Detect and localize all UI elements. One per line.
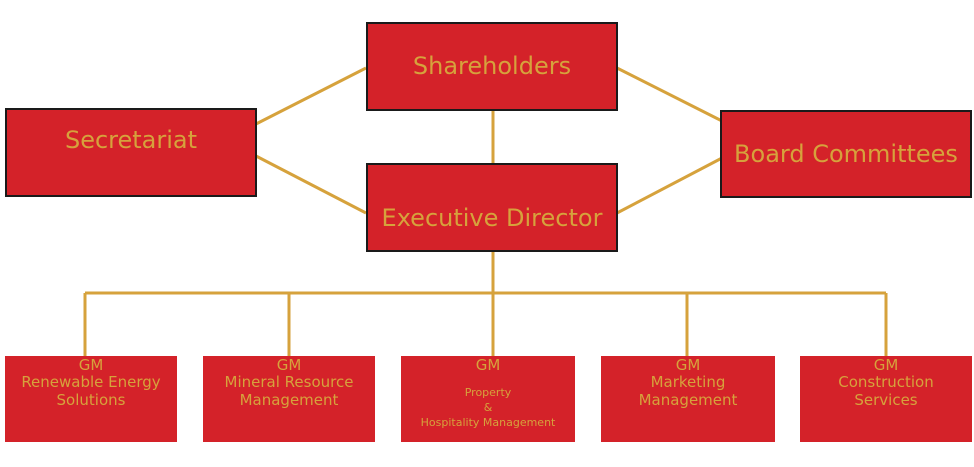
gm-line: Hospitality Management	[420, 416, 556, 429]
gm-box-construction: GM Construction Services	[800, 356, 972, 442]
gm-title: GM	[78, 356, 104, 374]
connector-secretariat-executive	[255, 154, 367, 215]
connector-executive-board	[616, 156, 723, 215]
shareholders-label: Shareholders	[412, 52, 572, 81]
shareholders-box: Shareholders	[366, 22, 618, 111]
gm-line: Construction	[838, 373, 934, 391]
board-committees-box: Board Committees	[720, 110, 972, 198]
gm-line: Mineral Resource	[224, 373, 354, 391]
gm-line: Renewable Energy	[21, 373, 161, 391]
gm-line: Marketing	[650, 373, 726, 391]
gm-box-property-hospitality: GM Property & Hospitality Management	[401, 356, 575, 442]
gm-title: GM	[675, 356, 701, 374]
gm-line: Solutions	[56, 391, 126, 409]
gm-box-renewable-energy: GM Renewable Energy Solutions	[5, 356, 177, 442]
secretariat-box: Secretariat	[5, 108, 257, 197]
board-committees-label: Board Committees	[734, 139, 958, 168]
gm-line: &	[483, 401, 493, 414]
executive-director-label: Executive Director	[381, 204, 603, 232]
gm-line: Management	[239, 391, 339, 409]
connector-secretariat-shareholders	[255, 66, 367, 126]
secretariat-label: Secretariat	[64, 126, 198, 154]
executive-director-box: Executive Director	[366, 163, 618, 252]
gm-line: Management	[638, 391, 738, 409]
gm-box-marketing: GM Marketing Management	[601, 356, 775, 442]
gm-line: Services	[854, 391, 918, 409]
gm-line: Property	[464, 386, 512, 399]
connector-shareholders-board	[616, 66, 723, 123]
gm-title: GM	[873, 356, 899, 374]
gm-title: GM	[276, 356, 302, 374]
gm-title: GM	[475, 356, 501, 374]
gm-box-mineral-resource: GM Mineral Resource Management	[203, 356, 375, 442]
